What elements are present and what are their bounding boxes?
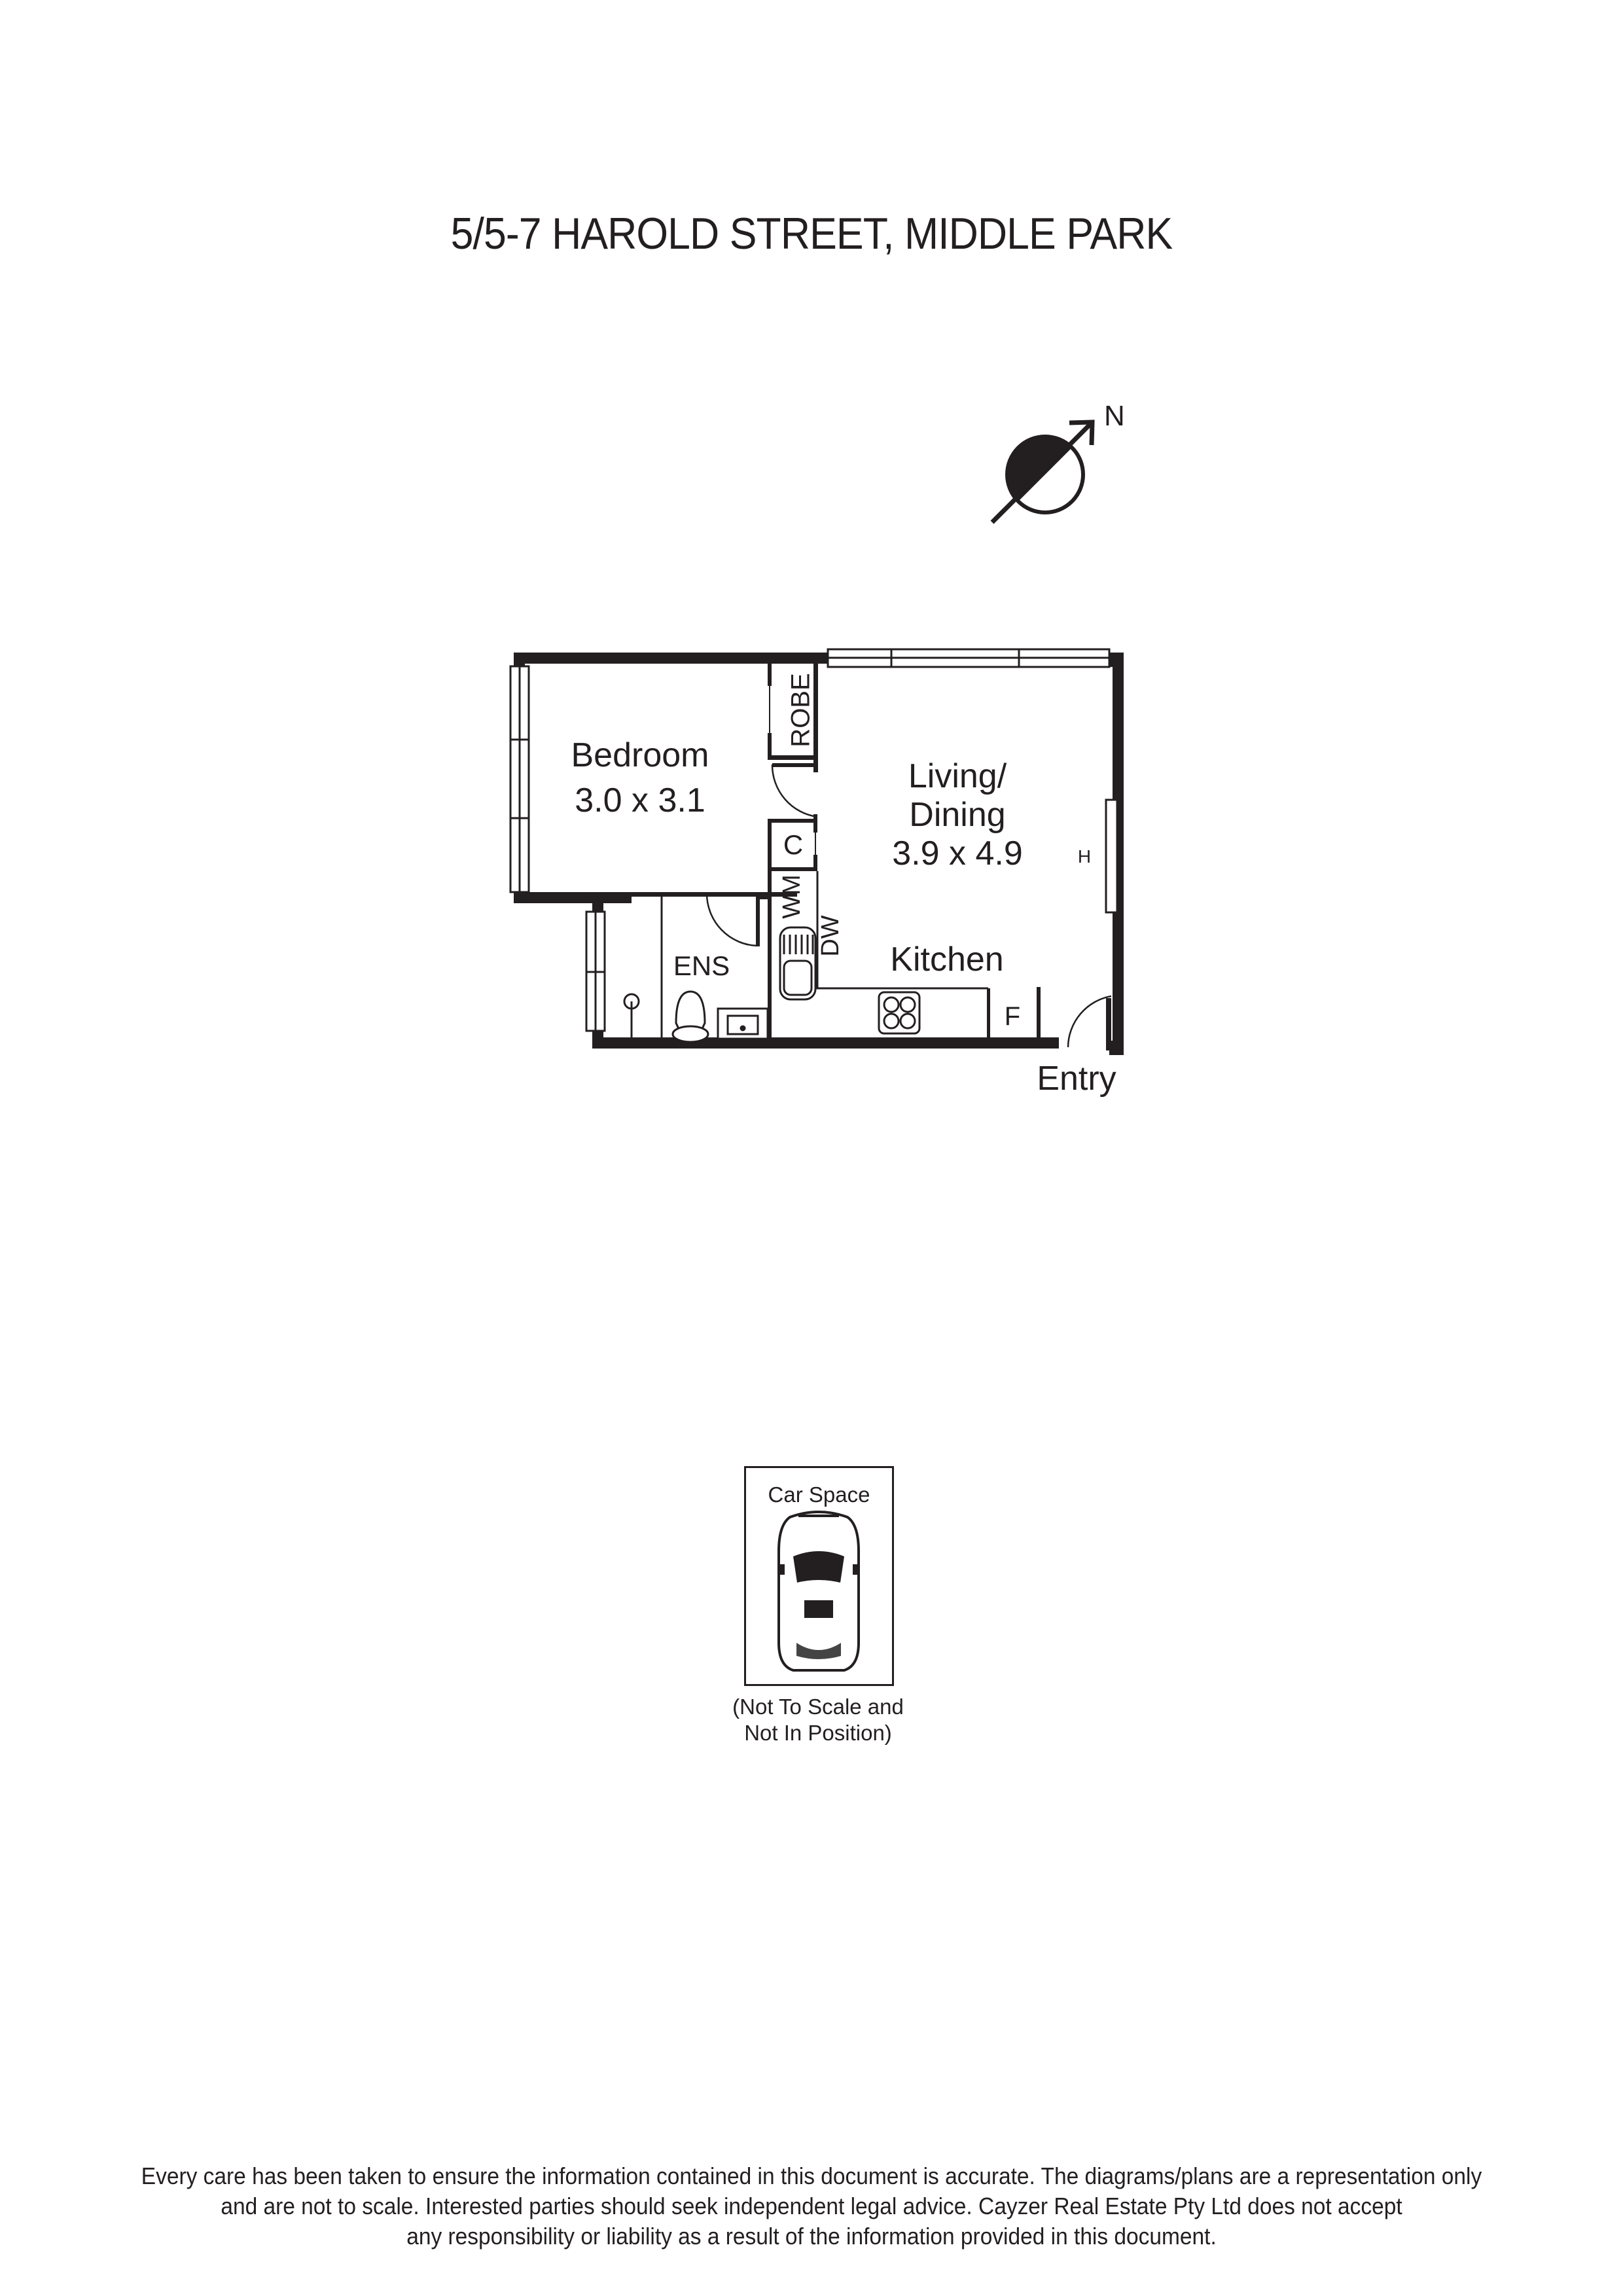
car-space-note: (Not To Scale and Not In Position) <box>654 1694 982 1746</box>
living-label: Living/ <box>908 757 1007 795</box>
bedroom-label: Bedroom <box>571 736 709 774</box>
page-title: 5/5-7 HAROLD STREET, MIDDLE PARK <box>450 209 1173 259</box>
disclaimer-line3: any responsibility or liability as a res… <box>406 2223 1217 2250</box>
car-space-note-line2: Not In Position) <box>744 1721 892 1745</box>
bedroom-dimensions: 3.0 x 3.1 <box>575 781 705 819</box>
doors <box>705 764 1112 1048</box>
cooktop-icon <box>878 991 921 1035</box>
robe-label: ROBE <box>787 673 815 747</box>
toilet-icon <box>671 990 709 1043</box>
car-icon <box>777 1511 860 1672</box>
kitchen-bench <box>816 871 988 990</box>
cupboard-label: C <box>783 829 803 860</box>
car-space-box: Car Space <box>744 1466 894 1686</box>
compass-north-label: N <box>1104 400 1125 432</box>
shower-icon <box>623 993 640 1039</box>
car-space-note-line1: (Not To Scale and <box>732 1695 904 1719</box>
disclaimer: Every care has been taken to ensure the … <box>57 2161 1566 2251</box>
heater <box>1105 798 1118 914</box>
washing-machine-label: WM <box>778 874 806 919</box>
vanity-basin-icon <box>717 1007 769 1040</box>
interior-walls <box>603 662 1041 1048</box>
disclaimer-line2: and are not to scale. Interested parties… <box>221 2193 1402 2219</box>
ensuite-label: ENS <box>673 950 730 981</box>
car-space-title: Car Space <box>768 1482 870 1507</box>
windows <box>509 648 1111 1032</box>
dishwasher-label: DW <box>817 915 844 956</box>
dining-label: Dining <box>909 796 1005 834</box>
kitchen-label: Kitchen <box>890 941 1003 978</box>
kitchen-sink-icon <box>779 926 817 1001</box>
fridge-label: F <box>1005 1002 1020 1031</box>
heater-label: H <box>1078 846 1091 867</box>
disclaimer-line1: Every care has been taken to ensure the … <box>141 2162 1482 2189</box>
north-arrow-icon: N <box>990 400 1125 524</box>
living-dimensions: 3.9 x 4.9 <box>892 834 1022 872</box>
entry-label: Entry <box>1037 1060 1116 1098</box>
